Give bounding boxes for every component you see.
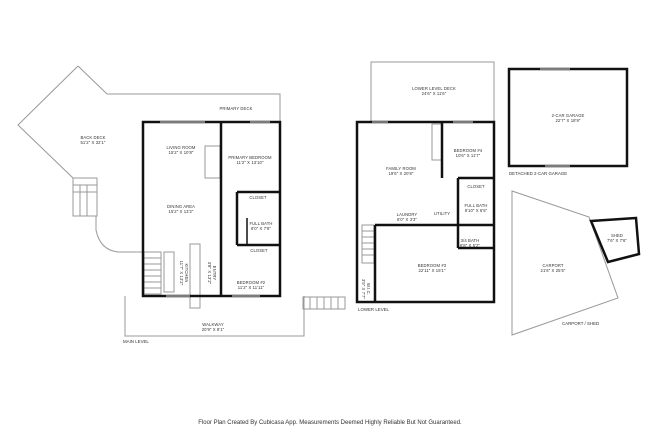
room-closet-2: CLOSET (250, 248, 267, 253)
room-lower-level-deck: LOWER LEVEL DECK 24'6" X 11'6" (412, 86, 456, 96)
room-full-bath: FULL BATH 8'0" X 7'8" (249, 221, 272, 231)
room-name: BEDROOM #3 (417, 263, 447, 268)
room-dims: 7'6" X 7'6" (606, 238, 628, 243)
room-dims: 51'2" X 32'1" (80, 140, 106, 145)
room-name: WALKWAY (202, 322, 224, 327)
room-name: FULL BATH (464, 203, 488, 208)
room-dims: 22'7" X 18'9" (555, 118, 581, 123)
room-name: CLOSET (467, 184, 485, 189)
lower-level-walls (355, 120, 496, 304)
room-name: LAUNDRY (396, 212, 418, 217)
room-bedroom-4: BEDROOM #4 10'6" X 11'7" (454, 148, 482, 158)
room-name: FULL BATH (249, 221, 273, 226)
lower-level-label: LOWER LEVEL (358, 307, 389, 312)
room-utility: UTILITY (434, 211, 450, 216)
room-bedroom-3: BEDROOM #3 22'11" X 15'1" (418, 263, 446, 273)
room-name: W.I.C. (366, 282, 371, 295)
back-deck-outline (77, 65, 281, 122)
room-2-car-garage: 2-CAR GARAGE 22'7" X 18'9" (552, 113, 585, 123)
room-name: SHED (610, 233, 624, 238)
room-name: CLOSET (250, 248, 268, 253)
room-name: FAMILY ROOM (386, 166, 416, 171)
room-primary-bedroom: PRIMARY BEDROOM 11'2" X 13'10" (228, 155, 271, 165)
room-dims: 3'5" X 7'7" (361, 278, 366, 300)
room-name: 3/4 BATH (460, 238, 480, 243)
room-bedroom-2: BEDROOM #2 11'2" X 11'11" (237, 280, 265, 290)
room-name: LIVING ROOM (166, 145, 196, 150)
room-wic: W.I.C. 3'5" X 7'7" (361, 279, 371, 299)
room-family-room: FAMILY ROOM 19'6" X 20'8" (386, 166, 416, 176)
room-name: BEDROOM #2 (236, 280, 266, 285)
room-shed: SHED 7'6" X 7'6" (607, 233, 627, 243)
walkway-outline (124, 296, 305, 337)
room-name: KITCHEN (184, 263, 189, 283)
room-dims: 22'11" X 15'1" (418, 268, 446, 273)
room-dims: 8'0" X 7'8" (250, 226, 272, 231)
main-level-label: MAIN LEVEL (123, 339, 149, 344)
room-dims: 6'0" X 3'3" (396, 217, 418, 222)
room-walkway: WALKWAY 20'9" X 8'1" (202, 322, 225, 332)
room-back-deck: BACK DECK 51'2" X 32'1" (80, 135, 105, 145)
room-name: 2-CAR GARAGE (551, 113, 585, 118)
room-primary-deck: PRIMARY DECK (220, 106, 253, 111)
carport-label: CARPORT / SHED (562, 321, 600, 326)
garage-label: DETACHED 2-CAR GARAGE (509, 171, 568, 176)
room-name: ENTRY (212, 265, 217, 281)
room-dims: 11'2" X 13'10" (236, 160, 264, 165)
room-dims: 19'6" X 20'8" (388, 171, 414, 176)
carport-outline (511, 190, 619, 336)
room-entry: ENTRY 3'8" X 13'2" (207, 262, 217, 285)
main-level-walls (141, 120, 282, 298)
room-name: UTILITY (433, 211, 451, 216)
room-name: DINING AREA (166, 204, 196, 209)
room-three-quarter-bath: 3/4 BATH 6'8" X 5'2" (460, 238, 480, 248)
room-dims: 24'6" X 11'6" (421, 91, 447, 96)
room-dims: 11'2" X 11'11" (237, 285, 265, 290)
room-name: CLOSET (249, 195, 267, 200)
room-living-room: LIVING ROOM 15'2" X 10'8" (166, 145, 195, 155)
room-carport: CARPORT 21'6" X 25'6" (541, 263, 566, 273)
room-name: PRIMARY BEDROOM (228, 155, 272, 160)
room-full-bath-lower: FULL BATH 8'10" X 6'5" (464, 203, 487, 213)
room-dims: 10'6" X 11'7" (455, 153, 481, 158)
room-dims: 3'8" X 13'2" (207, 261, 212, 285)
room-laundry: LAUNDRY 6'0" X 3'3" (397, 212, 418, 222)
room-dims: 21'6" X 25'6" (540, 268, 566, 273)
room-dims: 6'8" X 5'2" (459, 243, 481, 248)
room-dims: 8'10" X 6'5" (464, 208, 488, 213)
room-closet-1: CLOSET (249, 195, 266, 200)
room-dining-area: DINING AREA 15'2" X 13'2" (167, 204, 195, 214)
room-dims: 15'2" X 10'8" (168, 150, 194, 155)
room-kitchen: KITCHEN 11'7" X 13'2" (179, 261, 189, 286)
room-dims: 15'2" X 13'2" (168, 209, 194, 214)
footer-disclaimer: Floor Plan Created By Cubicasa App. Meas… (198, 420, 462, 426)
room-name: LOWER LEVEL DECK (412, 86, 456, 91)
room-name: BEDROOM #4 (453, 148, 483, 153)
room-closet-lower: CLOSET (467, 184, 484, 189)
room-name: BACK DECK (80, 135, 106, 140)
room-name: PRIMARY DECK (219, 106, 253, 111)
room-dims: 11'7" X 13'2" (179, 260, 184, 286)
shed-walls (589, 216, 641, 264)
room-dims: 20'9" X 8'1" (201, 327, 225, 332)
lower-deck-outline (370, 61, 495, 122)
room-name: CARPORT (542, 263, 564, 268)
